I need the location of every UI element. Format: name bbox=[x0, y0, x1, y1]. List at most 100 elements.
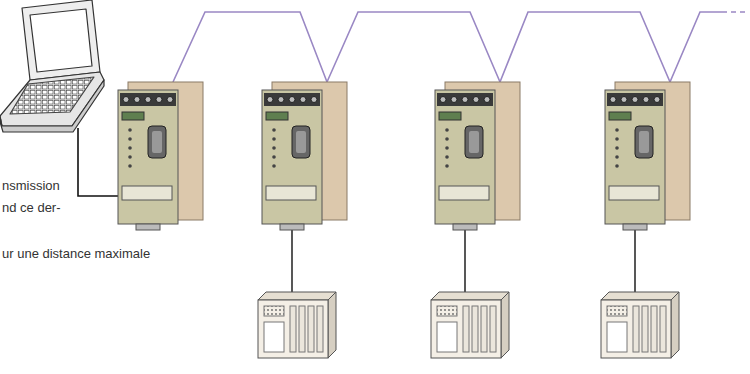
bus-line bbox=[173, 12, 748, 82]
plc-device bbox=[651, 306, 657, 352]
bus-module bbox=[266, 112, 288, 120]
bus-module bbox=[445, 128, 449, 132]
plc-device bbox=[671, 292, 679, 358]
laptop bbox=[0, 72, 104, 126]
field-wire bbox=[292, 225, 635, 292]
bus-module bbox=[609, 186, 659, 200]
plc-device bbox=[607, 306, 627, 316]
plc-device bbox=[431, 292, 509, 358]
bus-module bbox=[445, 155, 449, 159]
bus-module bbox=[445, 146, 449, 150]
bus-module bbox=[439, 112, 461, 120]
bus-module bbox=[120, 93, 176, 106]
bus-module bbox=[272, 128, 276, 132]
laptop-cable bbox=[78, 128, 118, 196]
plc-device bbox=[472, 306, 478, 352]
plc-device bbox=[258, 292, 336, 300]
plc-device bbox=[437, 322, 457, 352]
bus-module bbox=[610, 97, 616, 103]
bus-module bbox=[445, 164, 449, 168]
plc-device bbox=[299, 306, 305, 352]
field-wire bbox=[464, 225, 465, 292]
bus-module bbox=[272, 146, 276, 150]
bus-module bbox=[156, 97, 162, 103]
bus-module bbox=[615, 128, 619, 132]
network-illustration bbox=[118, 82, 690, 230]
bus-module bbox=[122, 112, 144, 120]
bus-module bbox=[435, 90, 495, 224]
bus-module bbox=[280, 224, 304, 230]
plc-device bbox=[258, 292, 336, 358]
bus-module bbox=[451, 97, 457, 103]
network-illustration bbox=[258, 292, 679, 358]
bus-module bbox=[292, 126, 310, 158]
plc-device bbox=[437, 306, 457, 316]
bus-module bbox=[632, 97, 638, 103]
bus-module bbox=[262, 90, 322, 224]
bus-module bbox=[437, 93, 493, 106]
bus-module bbox=[615, 146, 619, 150]
bus-module bbox=[462, 97, 468, 103]
plc-device bbox=[431, 292, 509, 300]
laptop bbox=[30, 9, 92, 72]
text-fragment: nd ce der- bbox=[2, 200, 61, 216]
bus-module bbox=[440, 97, 446, 103]
bus-module bbox=[296, 131, 306, 153]
text-fragment: ur une distance maximale bbox=[2, 246, 150, 262]
laptop bbox=[0, 0, 104, 132]
bus-module bbox=[300, 97, 306, 103]
plc-device bbox=[264, 322, 284, 352]
bus-module bbox=[639, 131, 649, 153]
plc-device bbox=[490, 306, 496, 352]
bus-module bbox=[445, 137, 449, 141]
bus-module bbox=[272, 164, 276, 168]
plc-device bbox=[258, 300, 328, 358]
bus-module bbox=[266, 186, 316, 200]
bus-module bbox=[267, 97, 273, 103]
bus-module bbox=[484, 97, 490, 103]
plc-device bbox=[660, 306, 666, 352]
bus-module bbox=[145, 97, 151, 103]
bus-module bbox=[623, 224, 647, 230]
bus-module bbox=[272, 155, 276, 159]
bus-module bbox=[654, 97, 660, 103]
bus-module bbox=[152, 131, 162, 153]
bus-module bbox=[148, 126, 166, 158]
bus-module bbox=[123, 97, 129, 103]
plc-device bbox=[328, 292, 336, 358]
field-wire bbox=[634, 225, 635, 292]
plc-device bbox=[481, 306, 487, 352]
bus-module bbox=[128, 128, 132, 132]
bus-module bbox=[136, 224, 160, 230]
plc-device bbox=[601, 300, 671, 358]
bus-module bbox=[289, 97, 295, 103]
plc-device bbox=[290, 306, 296, 352]
bus-module bbox=[272, 137, 276, 141]
plc-device bbox=[264, 306, 284, 316]
bus-module bbox=[635, 126, 653, 158]
bus-module bbox=[264, 93, 320, 106]
bus-module bbox=[167, 97, 173, 103]
bus-module bbox=[435, 82, 520, 230]
plc-device bbox=[601, 292, 679, 358]
plc-device bbox=[601, 292, 679, 300]
bus-module bbox=[621, 97, 627, 103]
bus-module bbox=[453, 224, 477, 230]
plc-device bbox=[633, 306, 639, 352]
bus-line bbox=[173, 12, 722, 82]
bus-module bbox=[469, 131, 479, 153]
laptop bbox=[10, 77, 94, 114]
bus-module bbox=[615, 137, 619, 141]
plc-device bbox=[317, 306, 323, 352]
bus-module bbox=[128, 137, 132, 141]
bus-module bbox=[607, 93, 663, 106]
bus-module bbox=[605, 82, 690, 230]
bus-module bbox=[278, 97, 284, 103]
bus-module bbox=[615, 164, 619, 168]
bus-module bbox=[311, 97, 317, 103]
bus-module bbox=[134, 97, 140, 103]
laptop bbox=[22, 0, 100, 80]
bus-module bbox=[128, 164, 132, 168]
field-wire bbox=[291, 225, 292, 292]
